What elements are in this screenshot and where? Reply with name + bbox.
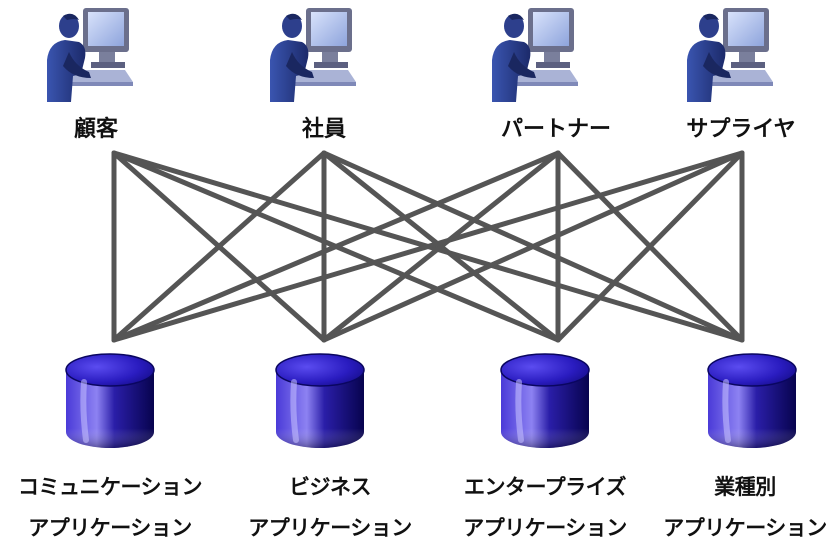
- database-icon: [707, 353, 797, 448]
- computer-user-icon: [687, 8, 773, 102]
- app-sublabel-communication: アプリケーション: [28, 516, 192, 540]
- database-icons: [65, 353, 797, 448]
- app-sublabel-industry: アプリケーション: [663, 516, 827, 540]
- connector-line: [321, 150, 561, 343]
- computer-user-icon: [47, 8, 133, 102]
- connector-line: [555, 150, 745, 343]
- app-label-communication: コミュニケーション: [17, 475, 203, 499]
- connector-line: [111, 150, 745, 343]
- user-label-partner: パートナー: [500, 117, 612, 142]
- user-label-customer: 顧客: [73, 117, 119, 142]
- user-label-employee: 社員: [301, 117, 347, 142]
- connector-line: [111, 150, 327, 343]
- database-icon: [500, 353, 590, 448]
- app-label-industry: 業種別: [714, 475, 776, 499]
- connector-lines: [111, 150, 745, 343]
- database-icon: [275, 353, 365, 448]
- app-sublabel-business: アプリケーション: [248, 516, 412, 540]
- user-label-supplier: サプライヤ: [686, 117, 796, 142]
- database-icon: [65, 353, 155, 448]
- connector-line: [111, 150, 561, 343]
- app-label-enterprise: エンタープライズ: [463, 475, 627, 499]
- user-icons: [47, 8, 773, 102]
- computer-user-icon: [492, 8, 578, 102]
- connector-line: [321, 150, 745, 343]
- computer-user-icon: [270, 8, 356, 102]
- app-sublabel-enterprise: アプリケーション: [463, 516, 627, 540]
- app-label-business: ビジネス: [289, 475, 372, 499]
